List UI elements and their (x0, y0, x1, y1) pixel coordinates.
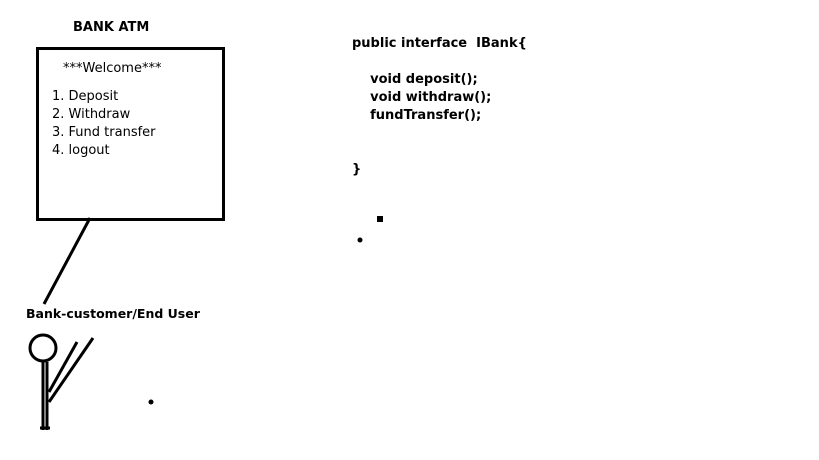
welcome-text: ***Welcome*** (63, 61, 162, 76)
atm-title: BANK ATM (73, 20, 150, 35)
code-line (352, 143, 527, 161)
stray-dot (148, 399, 154, 405)
stray-dot (377, 216, 383, 222)
interface-code: public interface IBank{ void deposit(); … (352, 35, 527, 179)
menu-item-logout: 4. logout (52, 143, 110, 158)
menu-item-withdraw: 2. Withdraw (52, 107, 131, 122)
atm-menu: 1. Deposit 2. Withdraw 3. Fund transfer … (52, 88, 156, 160)
code-line: void deposit(); (352, 72, 478, 87)
code-line (352, 53, 527, 71)
user-stick-figure (28, 333, 95, 430)
connector-line (42, 217, 92, 305)
code-line (352, 125, 527, 143)
code-line: void withdraw(); (352, 90, 492, 105)
stray-dot (357, 237, 363, 243)
code-line: public interface IBank{ (352, 36, 527, 51)
code-line: } (352, 162, 362, 177)
actor-label: Bank-customer/End User (26, 306, 200, 321)
atm-screen-box (36, 47, 225, 221)
menu-item-fund-transfer: 3. Fund transfer (52, 125, 156, 140)
menu-item-deposit: 1. Deposit (52, 89, 119, 104)
code-line: fundTransfer(); (352, 108, 482, 123)
